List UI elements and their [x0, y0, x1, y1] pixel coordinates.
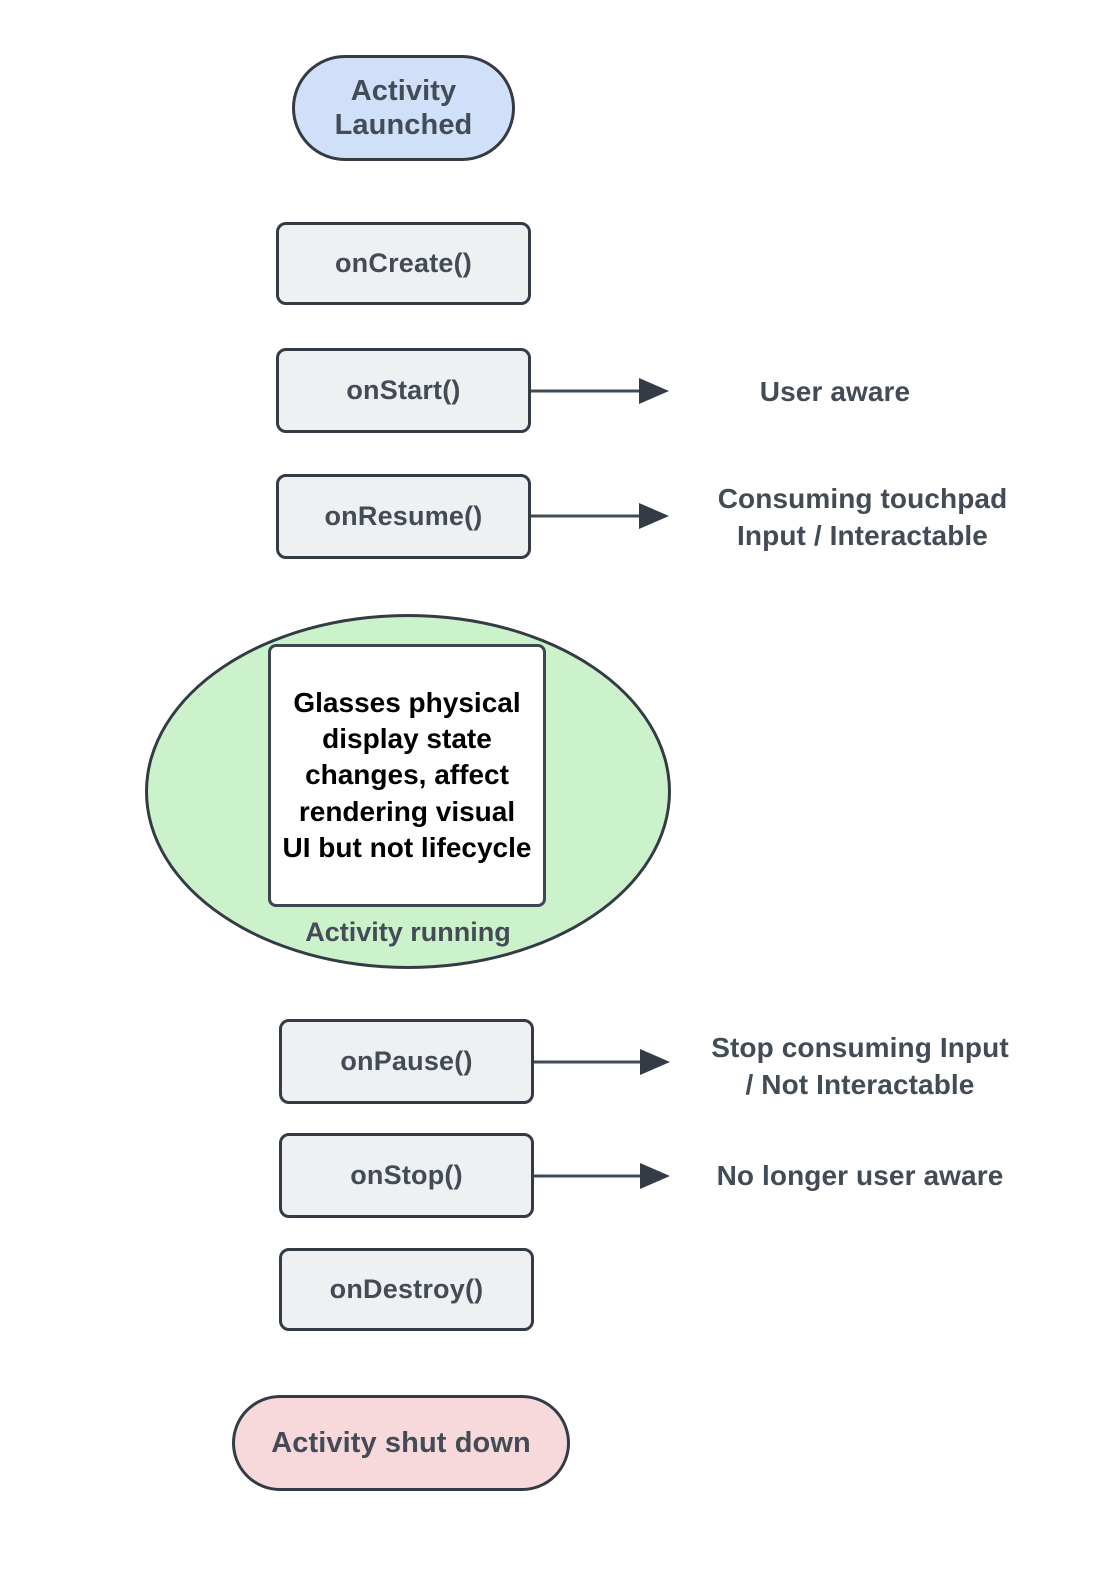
- node-on-stop-label: onStop(): [350, 1159, 463, 1190]
- node-activity-shut-down-label: Activity shut down: [271, 1426, 531, 1459]
- annotation-no-longer-user-aware-text: No longer user aware: [716, 1160, 1004, 1191]
- annotation-stop-consuming-input: Stop consuming Input / Not Interactable: [684, 1030, 1036, 1104]
- node-on-start[interactable]: onStart(): [276, 348, 531, 433]
- annotation-consuming-touchpad: Consuming touchpad Input / Interactable: [690, 481, 1035, 555]
- note-glasses-display-state-text: Glasses physical display state changes, …: [282, 686, 532, 864]
- node-on-resume-label: onResume(): [324, 500, 483, 531]
- node-activity-running-label: Activity running: [305, 917, 511, 947]
- annotation-user-aware-text: User aware: [759, 376, 911, 407]
- node-activity-launched-line1: Activity: [350, 74, 457, 107]
- arrow-on-start: [531, 374, 671, 408]
- arrow-on-pause: [534, 1045, 674, 1079]
- node-on-pause[interactable]: onPause(): [279, 1019, 534, 1104]
- node-activity-launched[interactable]: Activity Launched: [292, 55, 515, 161]
- annotation-consuming-touchpad-line1: Consuming touchpad: [717, 483, 1008, 514]
- annotation-stop-consuming-input-line2: / Not Interactable: [745, 1068, 975, 1100]
- arrow-on-stop: [534, 1159, 674, 1193]
- annotation-consuming-touchpad-line2: Input / Interactable: [737, 519, 988, 551]
- node-on-create[interactable]: onCreate(): [276, 222, 531, 305]
- annotation-no-longer-user-aware: No longer user aware: [684, 1158, 1036, 1195]
- node-activity-shut-down[interactable]: Activity shut down: [232, 1395, 570, 1491]
- node-activity-launched-line2: Launched: [334, 109, 473, 141]
- arrow-on-resume: [531, 499, 671, 533]
- annotation-stop-consuming-input-line1: Stop consuming Input: [711, 1032, 1009, 1063]
- node-on-resume[interactable]: onResume(): [276, 474, 531, 559]
- node-activity-launched-label: Activity Launched: [335, 74, 473, 142]
- note-glasses-display-state: Glasses physical display state changes, …: [268, 644, 546, 907]
- annotation-user-aware: User aware: [695, 374, 975, 411]
- node-on-destroy-label: onDestroy(): [329, 1273, 484, 1304]
- node-on-destroy[interactable]: onDestroy(): [279, 1248, 534, 1331]
- node-on-start-label: onStart(): [346, 374, 461, 405]
- node-on-pause-label: onPause(): [340, 1045, 473, 1076]
- node-on-create-label: onCreate(): [334, 247, 472, 278]
- node-on-stop[interactable]: onStop(): [279, 1133, 534, 1218]
